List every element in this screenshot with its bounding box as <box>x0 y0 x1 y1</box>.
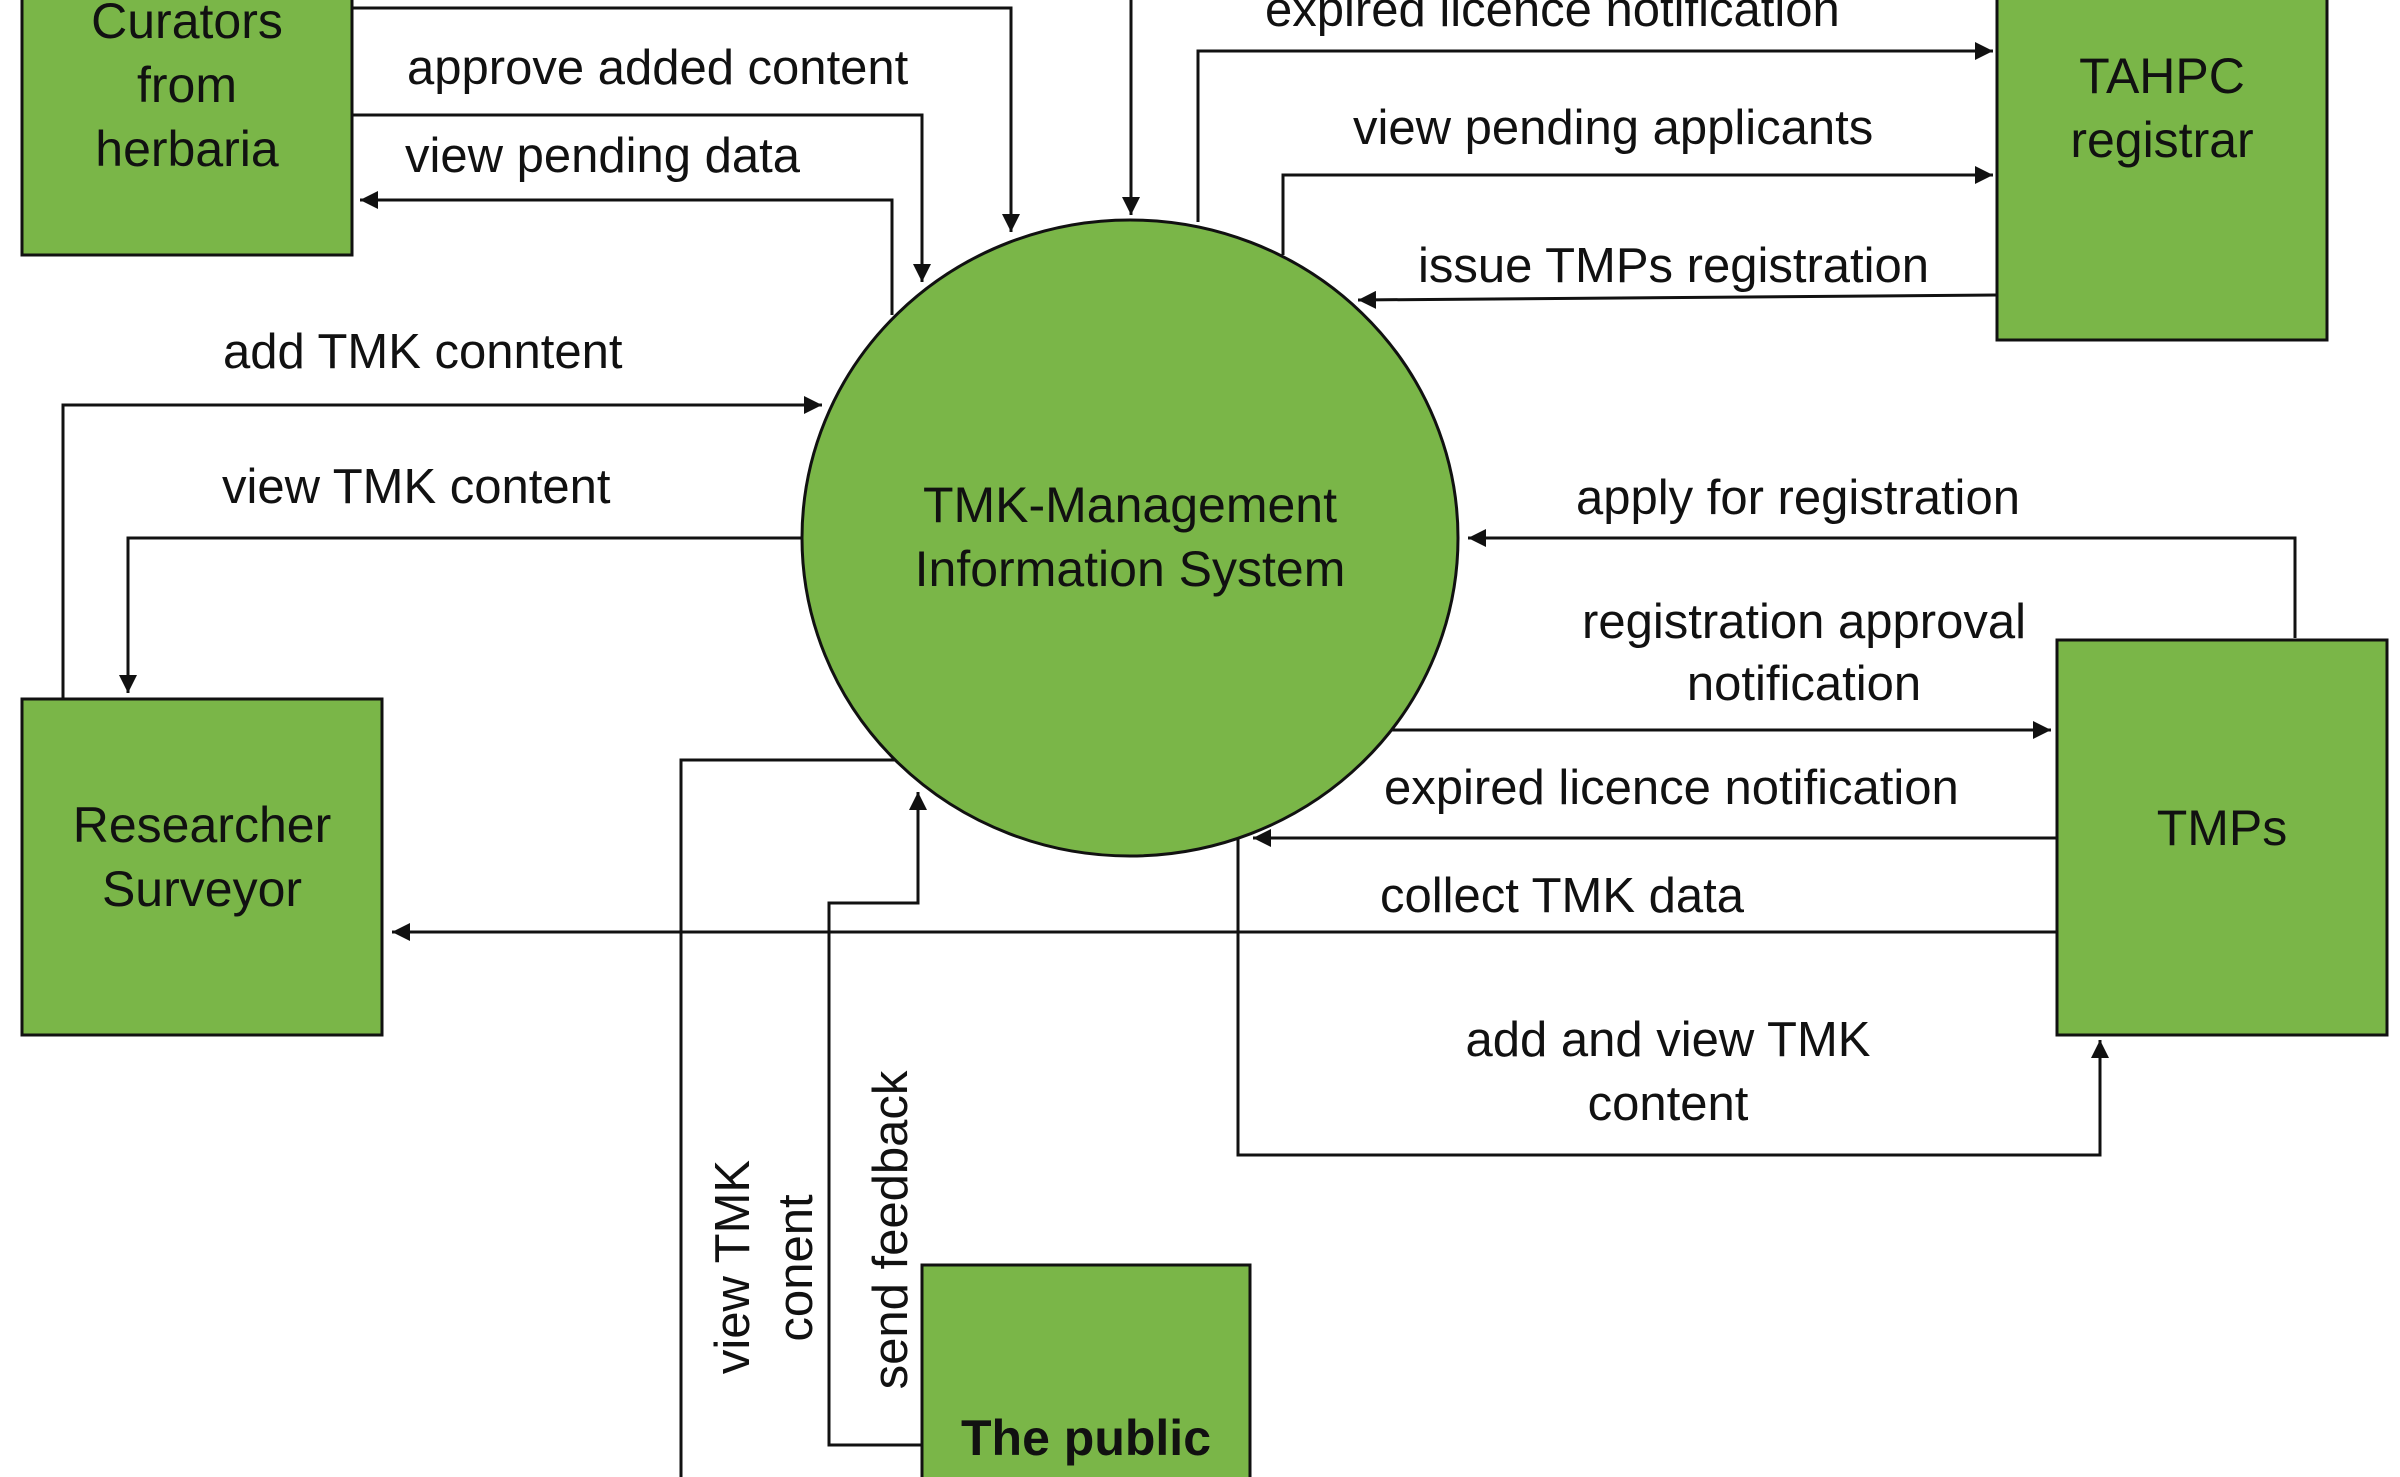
process-label-2: Information System <box>915 541 1346 597</box>
flow-view-tmk-conent-line <box>679 758 895 1477</box>
label-registration-approval-2: notification <box>1687 657 1921 711</box>
flow-send-feedback-arrow <box>827 792 927 1447</box>
label-view-tmk-conent-1: view TMK <box>706 1160 760 1375</box>
entity-tmps-label: TMPs <box>2157 800 2288 856</box>
entity-curators: Curators from herbaria <box>20 0 354 257</box>
flow-curators-top-arrow <box>352 6 1020 232</box>
label-view-pending-applicants: view pending applicants <box>1353 101 1873 155</box>
flow-approve-added-content-arrow <box>352 113 931 282</box>
label-view-tmk-content: view TMK content <box>222 460 611 514</box>
entity-curators-box <box>20 0 354 257</box>
label-view-pending-data: view pending data <box>405 129 801 183</box>
label-view-tmk-conent-2: conent <box>769 1194 823 1342</box>
flow-view-pending-data-arrow <box>360 191 894 315</box>
entity-tahpc-registrar: TAHPC registrar <box>1995 0 2329 342</box>
flow-add-view-tmk-arrow <box>1236 838 2109 1157</box>
entity-curators-label-2: from <box>137 57 237 113</box>
flow-view-pending-applicants-arrow <box>1281 166 1993 255</box>
flow-expired-licence-top-arrow <box>1196 42 1993 222</box>
label-add-view-tmk-1: add and view TMK <box>1466 1013 1871 1067</box>
label-send-feedback: send feedback <box>864 1070 918 1389</box>
entity-tahpc-box <box>1995 0 2329 342</box>
process-label-1: TMK-Management <box>923 477 1337 533</box>
entity-public-box <box>920 1263 1252 1477</box>
flow-issue-tmps-registration-arrow <box>1357 290 1998 309</box>
flow-apply-for-registration-arrow <box>1468 529 2297 638</box>
label-expired-licence-bottom: expired licence notification <box>1384 761 1959 815</box>
entity-curators-label-1: Curators <box>91 0 283 49</box>
label-registration-approval-1: registration approval <box>1582 595 2026 649</box>
entity-tmps: TMPs <box>2055 638 2389 1037</box>
flow-labels: approve added content view pending data … <box>222 0 2026 1389</box>
entity-the-public: The public <box>920 1263 1252 1477</box>
entity-tahpc-label-1: TAHPC <box>2079 48 2245 104</box>
label-add-view-tmk-2: content <box>1588 1077 1749 1131</box>
label-apply-for-registration: apply for registration <box>1576 471 2020 525</box>
entity-curators-label-3: herbaria <box>95 121 279 177</box>
label-issue-tmps-registration: issue TMPs registration <box>1418 239 1929 293</box>
label-collect-tmk-data: collect TMK data <box>1380 869 1745 923</box>
entity-researcher-label-1: Researcher <box>73 797 331 853</box>
flow-lines <box>61 0 2297 1477</box>
process-tmk-mis: TMK-Management Information System <box>800 218 1460 858</box>
entity-researcher-box <box>20 697 384 1037</box>
entity-tmps-box <box>2055 638 2389 1037</box>
entity-researcher-surveyor: Researcher Surveyor <box>20 697 384 1037</box>
entity-researcher-label-2: Surveyor <box>102 861 302 917</box>
entity-public-label: The public <box>961 1410 1211 1466</box>
entity-tahpc-label-2: registrar <box>2070 112 2253 168</box>
flow-add-tmk-content-arrow <box>61 396 822 698</box>
process-circle <box>800 218 1460 858</box>
flow-view-tmk-content-arrow <box>119 536 804 693</box>
label-add-tmk-content: add TMK conntent <box>223 325 623 379</box>
label-expired-licence-top: expired licence notification <box>1265 0 1840 37</box>
label-approve-added-content: approve added content <box>407 41 909 95</box>
